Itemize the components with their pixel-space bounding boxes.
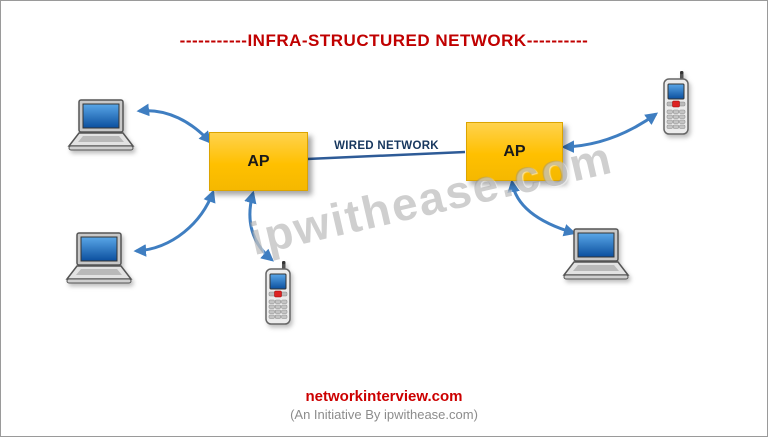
arrow-laptop-bottom-left-to-ap1: [133, 189, 216, 257]
access-point-1-label: AP: [247, 152, 270, 170]
arrow-laptop-bottom-right-to-ap2: [507, 179, 577, 237]
footer-tagline: (An Initiative By ipwithease.com): [290, 407, 478, 422]
arrow-phone-top-right-to-ap2: [561, 112, 659, 154]
access-point-2: AP: [466, 122, 563, 181]
access-point-2-label: AP: [503, 142, 526, 160]
access-point-1: AP: [209, 132, 308, 191]
wired-network-link: [306, 150, 466, 161]
laptop-icon: [67, 99, 135, 158]
wired-network-label: WIRED NETWORK: [334, 140, 439, 152]
laptop-icon: [562, 228, 630, 287]
mobile-phone-icon: [659, 71, 693, 140]
arrow-phone-bottom-left-to-ap1: [244, 190, 274, 262]
mobile-phone-icon: [261, 261, 295, 330]
laptop-icon: [65, 232, 133, 291]
footer-site-name: networkinterview.com: [305, 388, 463, 405]
diagram-title: -----------INFRA-STRUCTURED NETWORK-----…: [179, 31, 589, 50]
arrow-laptop-top-left-to-ap1: [136, 103, 212, 144]
